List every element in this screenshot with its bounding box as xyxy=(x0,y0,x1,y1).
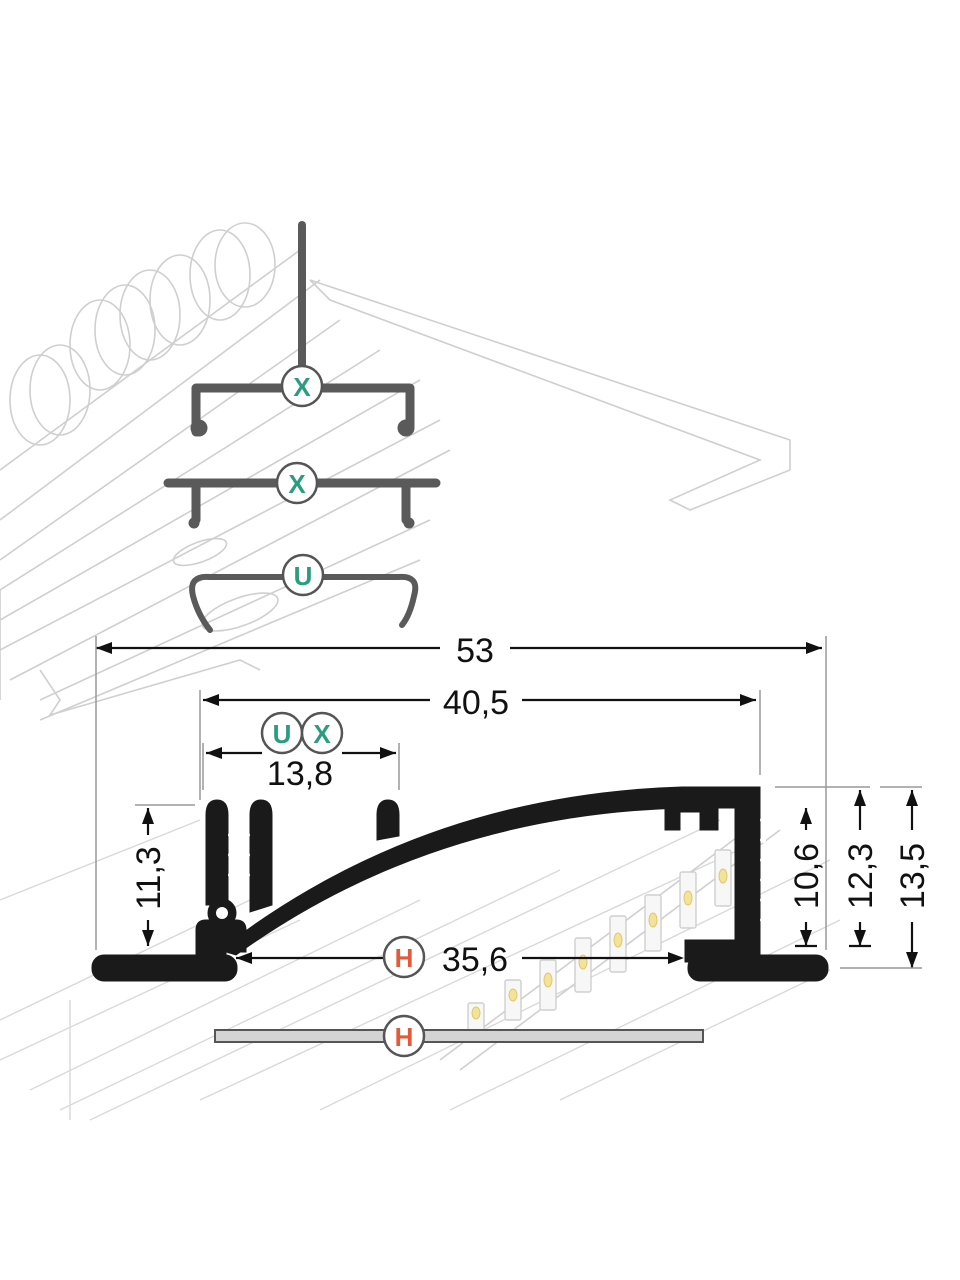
diffuser-bar xyxy=(214,1029,704,1043)
badge-x-upper: X xyxy=(280,364,324,408)
dim-diffuser-width: 35,6 xyxy=(442,941,508,979)
dim-right-height-inner: 10,6 xyxy=(788,843,826,909)
background-extrusion xyxy=(0,222,841,1121)
badge-u-dimension: U xyxy=(260,711,304,755)
badges: X X U U X H H xyxy=(260,364,426,1058)
profile-serrations xyxy=(228,817,766,923)
svg-text:X: X xyxy=(313,719,331,749)
badge-u-clip: U xyxy=(281,553,325,597)
dim-overall-width: 53 xyxy=(456,632,494,670)
svg-text:U: U xyxy=(294,561,313,591)
svg-text:H: H xyxy=(395,943,414,973)
dim-inner-width: 40,5 xyxy=(443,684,509,722)
badge-x-dimension: X xyxy=(300,711,344,755)
svg-text:H: H xyxy=(395,1022,414,1052)
dim-mount-width: 13,8 xyxy=(267,755,333,793)
dimension-lines xyxy=(95,636,922,969)
badge-x-lower: X xyxy=(275,461,319,505)
svg-text:X: X xyxy=(293,372,311,402)
spring-coils xyxy=(9,222,276,446)
dim-right-height-mid: 12,3 xyxy=(842,843,880,909)
dim-right-height-total: 13,5 xyxy=(894,843,932,909)
dimension-labels: 53 40,5 13,8 35,6 11,3 10,6 12,3 13,5 xyxy=(130,632,932,979)
svg-text:X: X xyxy=(288,469,306,499)
badge-h-diffuser: H xyxy=(382,1014,426,1058)
svg-text:U: U xyxy=(273,719,292,749)
badge-h-dimension: H xyxy=(382,935,426,979)
led-strip xyxy=(439,819,781,1071)
dim-left-height: 11,3 xyxy=(130,846,168,910)
u-spring-clip xyxy=(189,573,419,633)
aluminium-profile xyxy=(91,786,829,982)
